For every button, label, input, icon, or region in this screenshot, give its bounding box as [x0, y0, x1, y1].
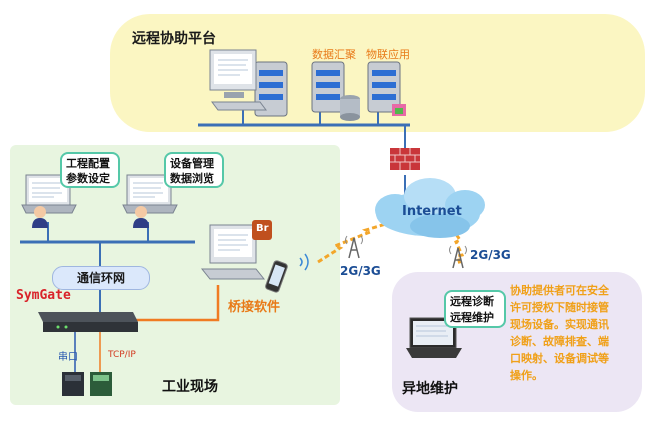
bubble-remote: 远程诊断 远程维护: [444, 290, 506, 328]
bubble-remote-line1: 远程诊断: [450, 295, 494, 308]
bridge-app-icon-text: Br: [256, 223, 269, 234]
desktop-icon: [209, 49, 267, 111]
antenna-icon: [449, 245, 467, 269]
wireless-link-left: [317, 220, 393, 264]
bridge-link: [135, 285, 220, 322]
user-icon: [133, 206, 149, 228]
platform-title: 远程协助平台: [132, 31, 216, 47]
plc-device-icon: [62, 372, 84, 396]
wireless-label-left: 2G/3G: [340, 264, 381, 278]
database-icon: [340, 95, 360, 121]
remote-description-line: 许可授权下随时接管: [510, 301, 609, 314]
bubble-manage: 设备管理 数据浏览: [164, 152, 224, 188]
cloud-icon: [375, 178, 485, 238]
industrial-title: 工业现场: [162, 379, 218, 395]
gateway-device-icon: [38, 312, 138, 332]
bubble-config-line2: 参数设定: [66, 172, 110, 185]
server-icon: [311, 61, 345, 113]
bubble-manage-line2: 数据浏览: [170, 172, 214, 185]
server-icon: [254, 61, 288, 117]
bridge-label: 桥接软件: [228, 300, 281, 315]
bubble-remote-line2: 远程维护: [450, 311, 494, 324]
bubble-manage-line1: 设备管理: [170, 157, 214, 170]
remote-description-line: 操作。: [510, 369, 543, 382]
bubble-config-line1: 工程配置: [66, 157, 110, 170]
remote-description-line: 诊断、故障排查、端: [510, 335, 609, 348]
desktop-icon: [200, 224, 266, 280]
remote-description-line: 口映射、设备调试等: [510, 352, 609, 365]
remote-description-line: 协助提供者可在安全: [510, 284, 609, 297]
user-icon: [32, 206, 48, 228]
firewall-icon: [390, 148, 420, 170]
server-icon: [367, 61, 406, 116]
bridge-app-icon: [252, 220, 272, 240]
remote-title: 异地维护: [402, 381, 458, 397]
plc-device-icon: [90, 372, 112, 396]
network-label-text: 通信环网: [76, 271, 125, 285]
remote-description: 协助提供者可在安全 许可授权下随时接管 现场设备。实现通讯 诊断、故障排查、端 …: [510, 282, 640, 384]
server-label-aggregation: 数据汇聚: [312, 48, 356, 61]
serial-label: 串口: [58, 352, 78, 363]
server-label-iot: 物联应用: [366, 48, 410, 61]
remote-description-line: 现场设备。实现通讯: [510, 318, 609, 331]
antenna-icon: [345, 235, 363, 259]
wireless-label-right: 2G/3G: [470, 248, 511, 262]
network-label: 通信环网: [52, 266, 150, 290]
brand-label: SymGate: [16, 288, 71, 303]
laptop-icon: [122, 174, 178, 214]
internet-label: Internet: [402, 204, 462, 219]
wireless-link-right: [450, 227, 465, 266]
tcpip-label: TCP/IP: [108, 350, 136, 360]
bubble-config: 工程配置 参数设定: [60, 152, 120, 188]
phone-icon: [265, 260, 288, 293]
